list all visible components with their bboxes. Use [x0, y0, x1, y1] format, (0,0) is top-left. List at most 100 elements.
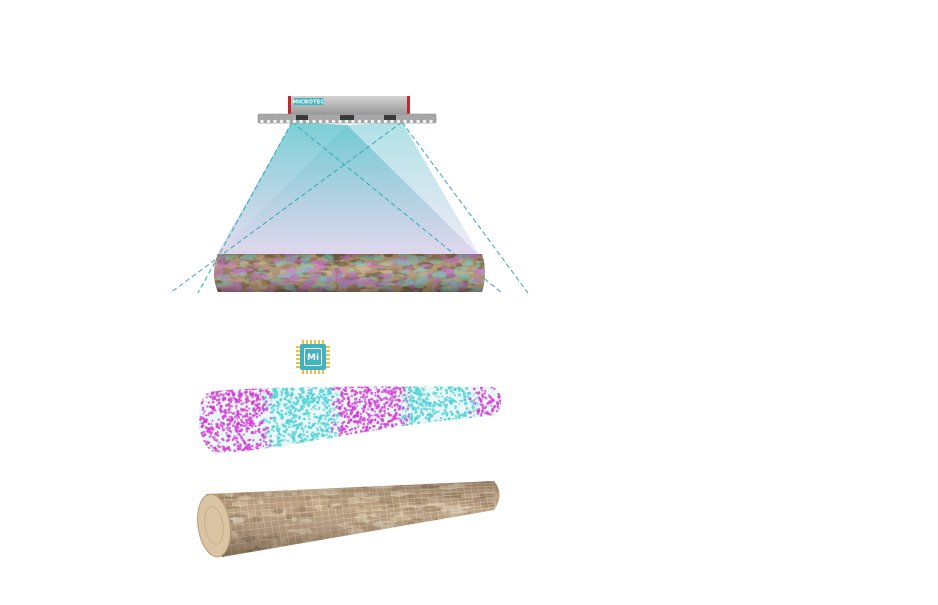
point-cloud-dot	[478, 424, 481, 428]
point-cloud-dot	[489, 434, 492, 437]
point-cloud-dot	[285, 403, 288, 406]
point-cloud-dot	[216, 451, 219, 453]
point-cloud-dot	[478, 445, 481, 448]
point-cloud-dot	[227, 393, 231, 397]
point-cloud-dot	[368, 451, 371, 453]
point-cloud-dot	[304, 448, 308, 452]
point-cloud-dot	[449, 430, 452, 433]
point-cloud-dot	[424, 402, 428, 406]
point-cloud-dot	[467, 439, 471, 443]
point-cloud-dot	[318, 396, 321, 399]
point-cloud-dot	[356, 400, 360, 404]
point-cloud-dot	[336, 421, 339, 424]
point-cloud-dot	[486, 419, 489, 422]
point-cloud-dot	[288, 405, 291, 408]
point-cloud-dot	[304, 401, 308, 404]
bark-patch	[478, 543, 487, 550]
bark-patch	[314, 481, 320, 489]
point-cloud-dot	[463, 412, 467, 416]
point-cloud-dot	[367, 416, 371, 419]
point-cloud-dot	[367, 414, 370, 417]
point-cloud-dot	[264, 386, 268, 389]
point-cloud-dot	[215, 392, 219, 395]
point-cloud-dot	[436, 403, 440, 407]
point-cloud-dot	[383, 403, 386, 406]
point-cloud-dot	[412, 399, 416, 403]
point-cloud-dot	[353, 407, 357, 411]
point-cloud-dot	[381, 390, 384, 394]
bark-patch	[492, 544, 500, 551]
point-cloud-dot	[391, 406, 394, 409]
point-cloud-dot	[389, 386, 392, 387]
point-cloud-dot	[470, 453, 473, 456]
processor-chip-icon: Mi	[296, 340, 330, 374]
point-cloud-dot	[342, 445, 345, 448]
scanner-led	[344, 119, 349, 124]
point-cloud-dot	[309, 442, 313, 446]
point-cloud-dot	[390, 393, 393, 396]
point-cloud-dot	[213, 436, 216, 439]
point-cloud-dot	[329, 417, 333, 421]
point-cloud-dot	[460, 444, 464, 448]
point-cloud-dot	[316, 438, 319, 441]
point-cloud-dot	[451, 443, 454, 447]
point-cloud-dot	[240, 436, 244, 440]
point-cloud-dot	[339, 446, 342, 449]
point-cloud-dot	[343, 441, 346, 444]
point-cloud-dot	[361, 386, 365, 388]
point-cloud-dot	[235, 453, 238, 456]
bark-patch	[270, 481, 282, 488]
bark-patch	[380, 550, 389, 555]
point-cloud-dot	[316, 422, 319, 425]
point-cloud-dot	[374, 450, 377, 453]
point-cloud-dot	[351, 406, 355, 410]
point-cloud-dot	[481, 438, 484, 441]
point-cloud-dot	[295, 423, 299, 427]
point-cloud-dot	[486, 447, 490, 450]
point-cloud-dot	[271, 386, 275, 389]
point-cloud-dot	[396, 430, 400, 433]
point-cloud-dot	[211, 453, 213, 455]
point-cloud-dot	[282, 451, 284, 453]
point-cloud-dot	[398, 433, 401, 436]
point-cloud-dot	[262, 433, 265, 436]
point-cloud-dot	[378, 426, 382, 430]
point-cloud-dot	[480, 387, 483, 390]
point-cloud-dot	[312, 397, 315, 400]
point-cloud-dot	[440, 444, 444, 448]
point-cloud-dot	[434, 386, 439, 389]
point-cloud-dot	[378, 429, 381, 432]
point-cloud-dot	[444, 439, 448, 443]
point-cloud-dot	[223, 453, 226, 456]
point-cloud-dot	[492, 414, 495, 417]
point-cloud-dot	[500, 450, 501, 453]
point-cloud-dot	[404, 440, 408, 444]
point-cloud-dot	[428, 433, 432, 437]
point-cloud-dot	[224, 410, 227, 413]
point-cloud-dot	[445, 398, 449, 401]
point-cloud-dot	[448, 442, 451, 446]
point-cloud-dot	[458, 443, 460, 446]
bark-patch	[480, 515, 490, 523]
bark-patch	[433, 526, 450, 529]
point-cloud-dot	[499, 413, 501, 416]
point-cloud-dot	[368, 453, 370, 455]
point-cloud-dot	[298, 422, 302, 426]
point-cloud-dot	[292, 437, 296, 440]
point-cloud-dot	[397, 444, 400, 447]
point-cloud-dot	[296, 403, 298, 406]
point-cloud-dot	[324, 429, 328, 433]
point-cloud-dot	[318, 443, 321, 446]
point-cloud-dot	[386, 397, 389, 401]
scanner-device: MICROTEC	[257, 96, 437, 124]
chip-pin	[326, 362, 330, 364]
point-cloud-dot	[500, 450, 501, 453]
log-3d-model	[197, 481, 500, 558]
point-cloud-dot	[245, 451, 248, 453]
point-cloud-dot	[313, 449, 317, 453]
point-cloud-dot	[498, 387, 501, 391]
point-cloud-dot	[439, 428, 442, 431]
point-cloud-dot	[471, 417, 475, 421]
point-cloud-dot	[240, 409, 244, 412]
point-cloud-dot	[403, 414, 407, 418]
